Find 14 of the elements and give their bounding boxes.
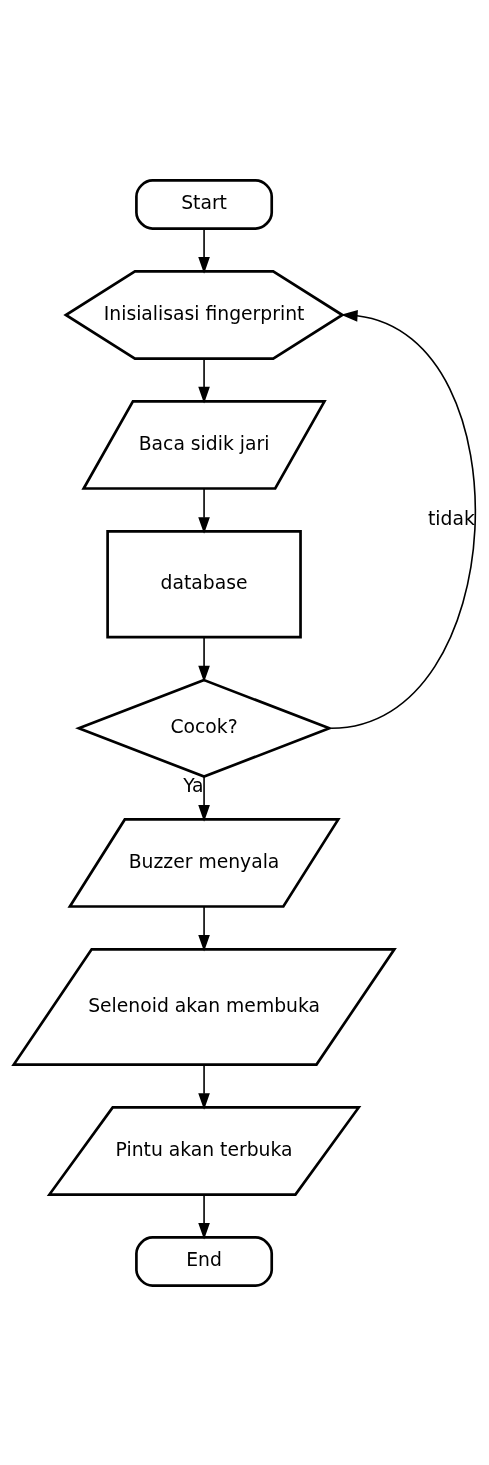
arrow <box>198 1193 210 1240</box>
arrow <box>198 227 210 274</box>
arrow <box>198 487 210 534</box>
arrow <box>198 357 210 403</box>
node-box: database <box>106 529 302 639</box>
arrow <box>330 309 476 729</box>
arrow <box>198 775 210 822</box>
node-diamond: Cocok? <box>75 678 334 778</box>
arrow <box>198 905 210 952</box>
arrow <box>198 1063 210 1110</box>
edge-label: tidak <box>428 507 475 529</box>
arrow <box>198 636 210 682</box>
node-box: End <box>135 1235 274 1287</box>
node-box: Start <box>135 178 274 230</box>
